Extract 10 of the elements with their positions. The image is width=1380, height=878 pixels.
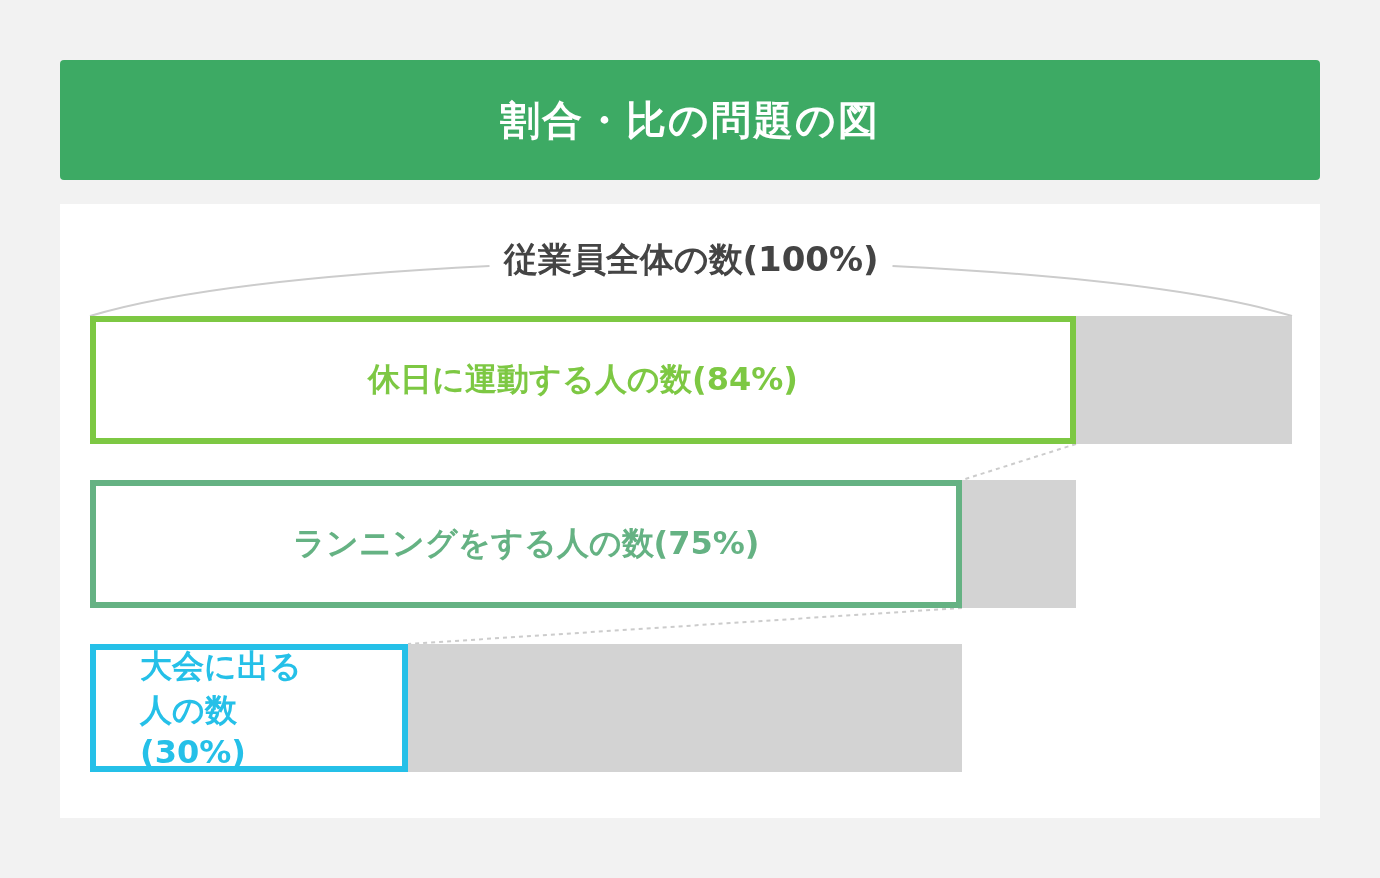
bar xyxy=(90,316,1292,444)
dashed-connector xyxy=(407,607,963,645)
outlined-box xyxy=(90,316,1076,444)
title: 割合・比の問題の図 xyxy=(500,95,880,145)
bracket-label: 従業員全体の数(100%) xyxy=(503,238,879,281)
box-label: 休日に運動する人の数(84%) xyxy=(368,359,798,400)
bar xyxy=(90,644,962,772)
outlined-box xyxy=(90,644,408,772)
box-label: ランニングをする人の数(75%) xyxy=(292,523,760,564)
box-label: 大会に出る人の数(30%) xyxy=(140,646,303,771)
